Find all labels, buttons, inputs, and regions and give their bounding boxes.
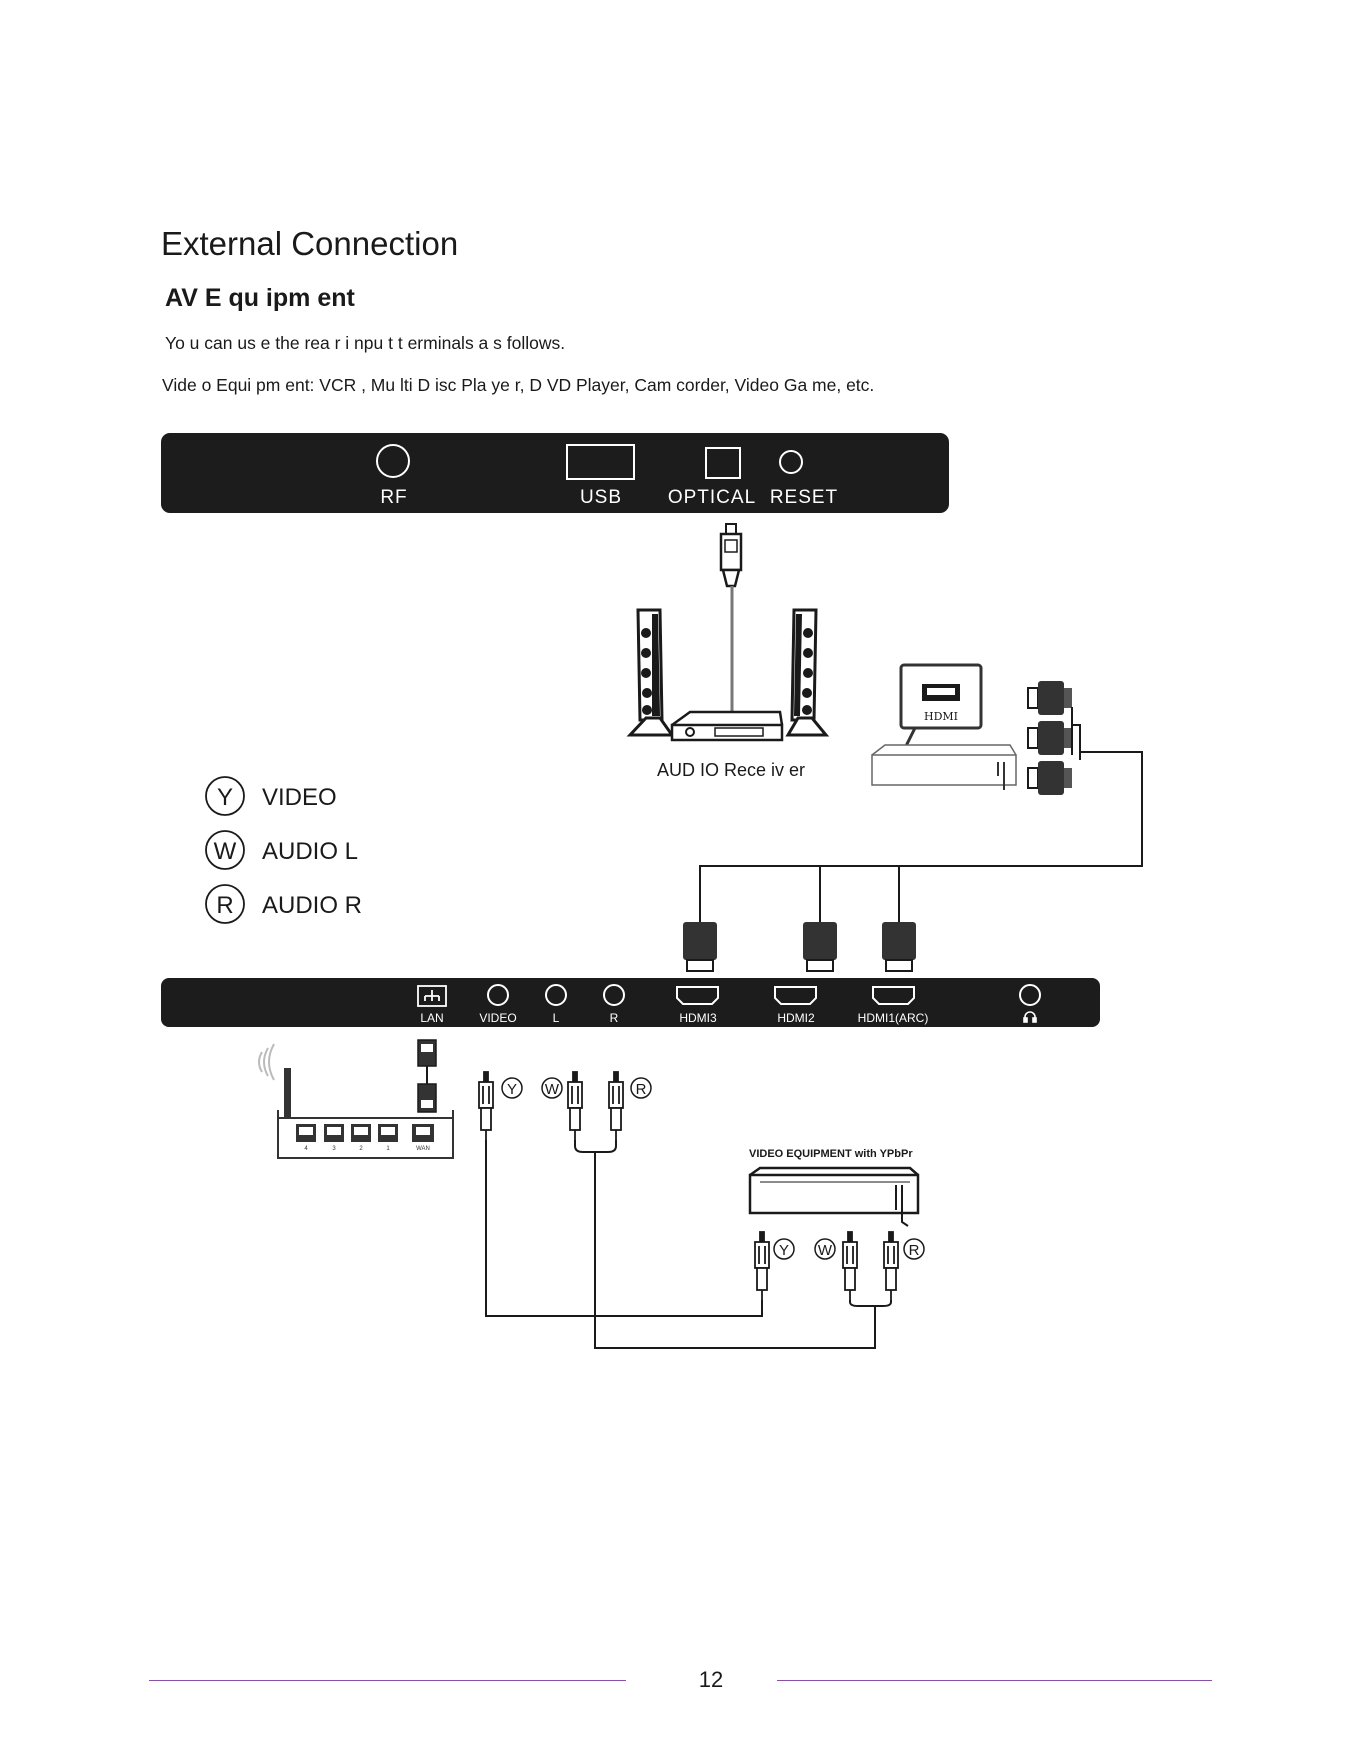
hdmi3-port-icon: [676, 986, 719, 1005]
port-label-lan: LAN: [420, 1011, 443, 1025]
audio-receiver-label: AUD IO Rece iv er: [657, 760, 805, 780]
devices-text: Vide o Equi pm ent: VCR , Mu lti D isc P…: [162, 375, 875, 395]
svg-text:W: W: [214, 838, 237, 865]
rca-plugs-equipment: [754, 1231, 899, 1300]
hdmi-panel-plugs: [683, 922, 916, 972]
router-icon: [258, 1043, 454, 1159]
section-title: AV E qu ipm ent: [165, 284, 355, 312]
top-panel: RF USB OPTICAL RESET: [161, 433, 949, 513]
port-label-video: VIDEO: [479, 1011, 516, 1025]
intro-text: Yo u can us e the rea r i npu t t ermina…: [165, 333, 566, 353]
usb-port-icon: [566, 444, 635, 480]
svg-text:W: W: [818, 1242, 833, 1259]
port-label-l: L: [553, 1011, 560, 1025]
svg-text:Y: Y: [217, 784, 233, 811]
svg-text:R: R: [909, 1242, 920, 1259]
svg-text:R: R: [636, 1081, 647, 1098]
optical-port-icon: [705, 447, 741, 479]
port-label-usb: USB: [580, 487, 622, 508]
audio-receiver-icon: [626, 608, 830, 742]
hdmi-tag-label: HDMI: [924, 710, 958, 723]
svg-text:2: 2: [359, 1146, 363, 1152]
rca-letters-equipment: Y W R: [773, 1238, 925, 1260]
legend-y-icon: [205, 776, 245, 816]
router-port-labels: 4 3 2 1 WAN: [304, 1146, 430, 1152]
rca-letters-panel: Y W R: [501, 1077, 652, 1099]
footer-line-left: [149, 1680, 626, 1681]
page-title: External Connection: [161, 225, 459, 262]
l-port-icon: [545, 984, 567, 1006]
video-equipment-icon: [748, 1166, 920, 1227]
svg-text:4: 4: [304, 1146, 308, 1152]
reset-port-icon: [779, 450, 803, 474]
svg-text:Y: Y: [779, 1242, 789, 1259]
legend-r-icon: [205, 884, 245, 924]
hdmi2-port-icon: [774, 986, 817, 1005]
hdmi-device-plugs: [1027, 681, 1081, 795]
rf-port-icon: [376, 444, 410, 478]
optical-cable: [719, 523, 743, 712]
bottom-panel: LAN VIDEO L R HDMI3 HDMI2 HDMI1(ARC): [161, 978, 1100, 1027]
lan-port-icon: [417, 985, 447, 1007]
svg-text:W: W: [545, 1081, 560, 1098]
port-label-hdmi1-arc: HDMI1(ARC): [858, 1011, 929, 1025]
port-label-hdmi2: HDMI2: [777, 1011, 815, 1025]
legend-label-audio-r: AUDIO R: [262, 892, 362, 919]
svg-text:R: R: [216, 892, 233, 919]
legend-label-video: VIDEO: [262, 784, 337, 811]
port-label-optical: OPTICAL: [668, 487, 756, 508]
video-port-icon: [487, 984, 509, 1006]
port-label-rf: RF: [380, 487, 407, 508]
legend-label-audio-l: AUDIO L: [262, 838, 358, 865]
svg-text:WAN: WAN: [416, 1146, 430, 1152]
hdmi1-port-icon: [872, 986, 915, 1005]
port-label-hdmi3: HDMI3: [679, 1011, 717, 1025]
video-equipment-label: VIDEO EQUIPMENT with YPbPr: [749, 1148, 913, 1160]
av-cables: [485, 1140, 892, 1349]
rca-plugs-panel: [478, 1071, 624, 1140]
svg-text:3: 3: [332, 1146, 336, 1152]
hdmi-cables: [699, 751, 1143, 922]
footer-line-right: [777, 1680, 1212, 1681]
headphone-icon: [1023, 1011, 1037, 1023]
lan-cable: [417, 1039, 437, 1113]
svg-text:1: 1: [386, 1146, 390, 1152]
svg-text:Y: Y: [507, 1081, 517, 1098]
page-number: 12: [698, 1667, 724, 1692]
port-label-r: R: [610, 1011, 619, 1025]
legend: Y VIDEO W AUDIO L R AUDIO R: [205, 776, 362, 924]
r-port-icon: [603, 984, 625, 1006]
hdmi-device-icon: [871, 663, 1017, 790]
port-label-reset: RESET: [770, 487, 838, 508]
headphone-port-icon: [1019, 984, 1041, 1006]
legend-w-icon: [205, 830, 245, 870]
